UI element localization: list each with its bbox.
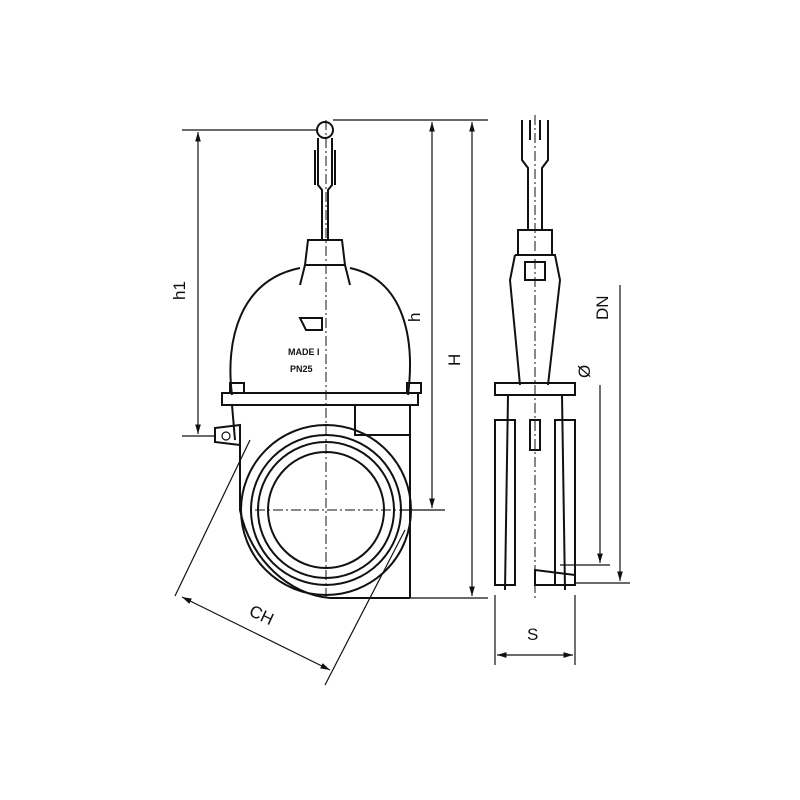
dim-diameter: Ø <box>575 365 594 378</box>
side-handle-slot <box>529 120 541 140</box>
side-socket-left <box>494 419 516 586</box>
front-view: MADE I PN25 <box>214 120 422 600</box>
bonnet-neck <box>299 264 351 286</box>
dim-H: H <box>445 354 464 366</box>
dimension-line-CH <box>181 596 331 671</box>
dim-h1: h1 <box>170 281 189 300</box>
dim-DN: DN <box>593 295 612 320</box>
dim-h: h <box>405 313 424 322</box>
body-boss <box>354 404 411 436</box>
lug <box>214 423 241 447</box>
dimensions-side: DN Ø S <box>494 285 630 665</box>
stem <box>317 138 333 240</box>
extension-line <box>324 529 406 686</box>
lug-hole <box>221 431 231 441</box>
side-body <box>504 394 566 591</box>
extension-line <box>174 439 251 597</box>
logo-mark <box>298 317 323 331</box>
dim-S: S <box>527 625 538 644</box>
bonnet-flange <box>221 392 419 406</box>
dim-CH: CH <box>246 601 276 629</box>
side-gate-slot <box>529 419 541 451</box>
pn-text: PN25 <box>290 364 313 374</box>
made-in-text: MADE I <box>288 347 320 357</box>
side-view <box>494 115 576 600</box>
stem-sleeve <box>314 150 336 185</box>
bolt-head-right <box>406 382 422 394</box>
handle-eye <box>316 121 334 139</box>
side-handle <box>521 120 549 230</box>
gland <box>303 239 347 266</box>
bolt-head-left <box>229 382 245 394</box>
dimensions-front: h1 h H CH <box>170 119 488 686</box>
bonnet <box>229 267 411 396</box>
